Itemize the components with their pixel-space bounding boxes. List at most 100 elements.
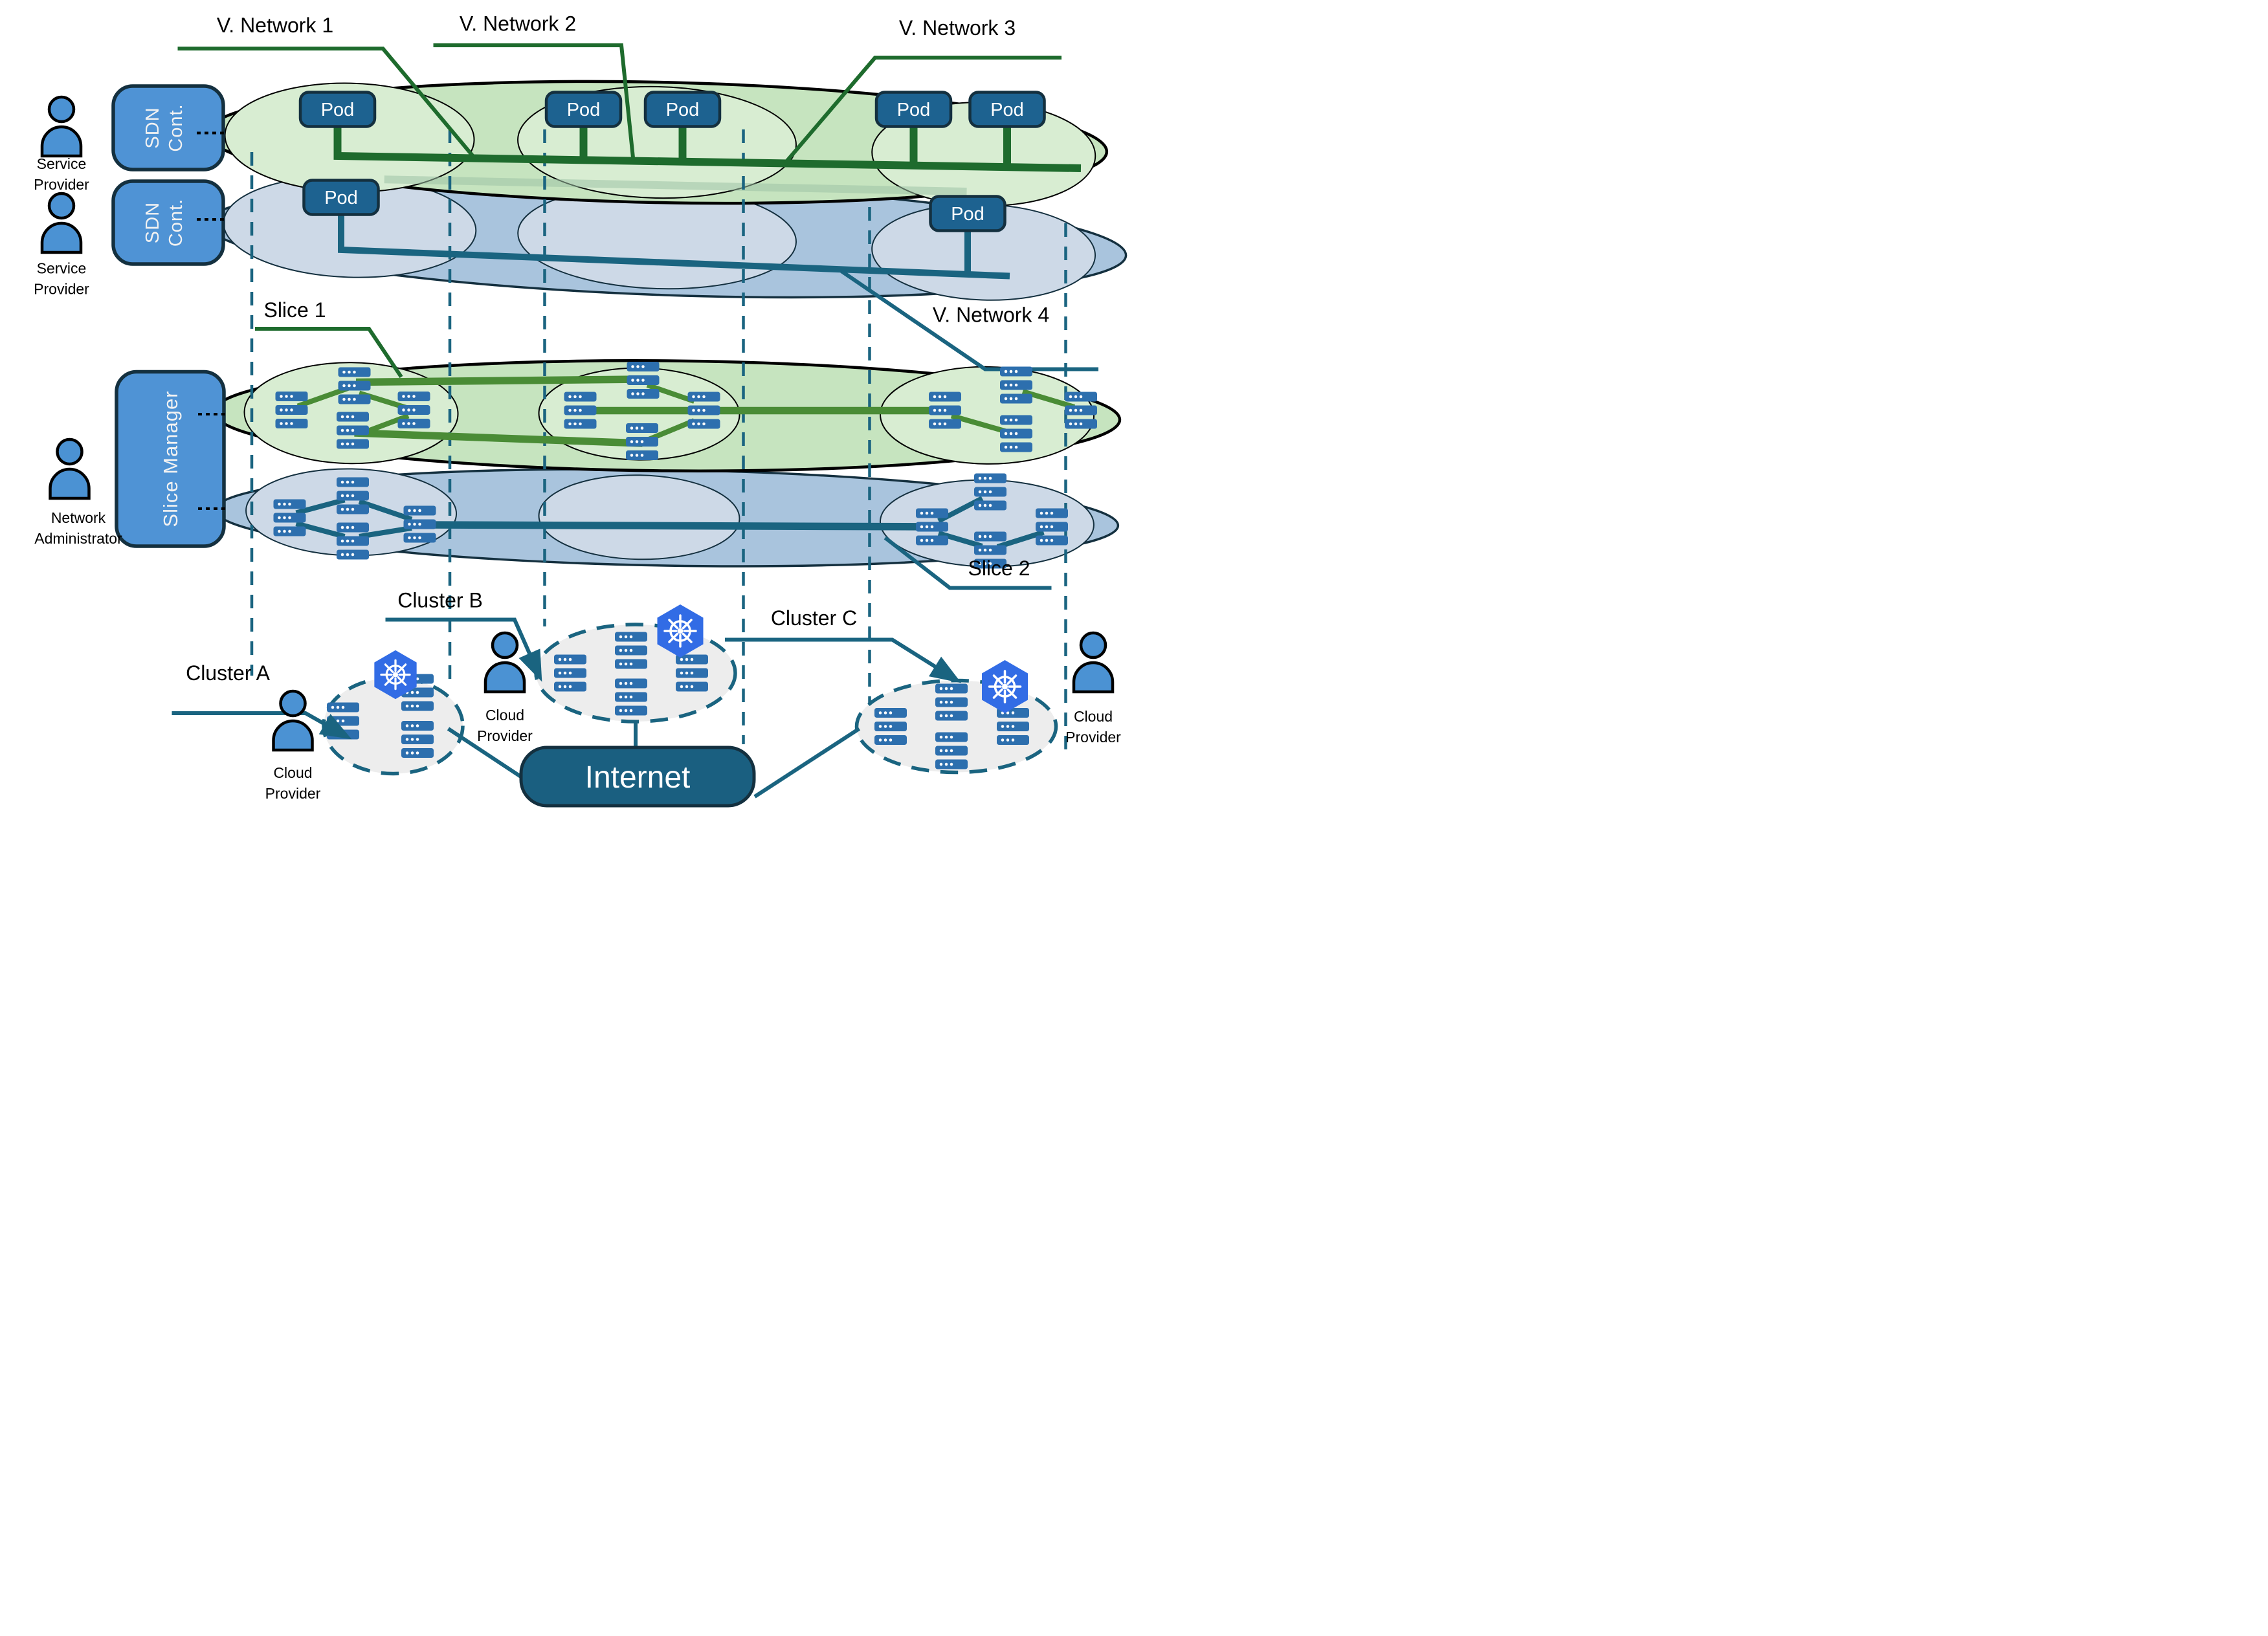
pod: Pod [302,179,380,216]
pod-box [643,91,722,128]
slice-manager-box [115,370,226,548]
service-provider-caption-line1: Service [37,155,87,172]
sdn-controller-label-line1: SDN [142,107,163,148]
cluster-c-internet-line [753,727,861,799]
slice-1-link [1021,389,1076,410]
pod-label: Pod [666,100,700,120]
service-provider-caption-line2: Provider [34,281,89,298]
pod-box [302,179,380,216]
pod: Pod [929,195,1006,232]
network-slicing-diagram: Pod Pod Pod Pod Pod Pod Pod SDN [34,12,1128,808]
pods: Pod Pod Pod Pod Pod Pod Pod [298,91,1046,232]
pod-label: Pod [990,100,1024,120]
slice-2-label: Slice 2 [968,557,1030,580]
vnetwork-2-leader-line [433,43,636,161]
server-stack [687,392,720,429]
pod: Pod [968,91,1046,128]
blue-pod-bus [338,215,1010,280]
sdn-controller-label-line2: Cont. [166,199,186,247]
slice-1-link [950,413,1009,435]
slice-1-leader-line [255,327,403,379]
sdn-controller-box [111,84,225,171]
sdn-controller-label-line1: SDN [142,202,163,243]
slice-2-leader-line [884,536,1052,590]
person-icon [50,439,89,498]
server-stack [554,654,586,692]
slice-2-link [358,499,413,522]
cloud-provider-caption-line1: Cloud [1074,708,1113,725]
slice-1-links [296,375,1076,447]
cluster-c-leader-line [725,637,962,683]
server-stack [403,505,436,543]
server-stack [337,522,369,560]
cloud-provider-c: Cloud Provider [1065,633,1121,746]
server-stack [397,392,430,428]
vnetwork-1-leader-line [177,47,476,160]
cloud-provider-a: Cloud Provider [265,691,321,802]
server-stack [337,477,369,514]
slice-manager: Slice Manager [115,370,227,548]
server-stack [273,499,306,536]
internet-box [519,746,756,808]
internet-connections [447,722,861,799]
vnetwork-1-label: V. Network 1 [217,14,333,37]
person-icon [274,691,313,750]
slice-1-backbone-link [355,375,643,386]
cluster-b [534,603,737,724]
server-stack [564,392,597,429]
sdn-controller-box [111,179,225,266]
server-stack [1000,366,1032,404]
vnetwork-4-label: V. Network 4 [933,304,1049,327]
server-stack [275,392,308,428]
slice-2-inner-ellipse-b [538,474,740,560]
person-icon [485,633,524,692]
slice-2-link [359,525,412,539]
pod: Pod [643,91,722,128]
person-icon [1074,633,1113,692]
cluster-c [854,659,1058,775]
vnetwork-3-label: V. Network 3 [899,16,1016,39]
sdn-controller-1: SDN Cont. [111,84,225,171]
pod-box [929,195,1006,232]
slice-manager-label: Slice Manager [159,390,182,527]
slice-2-backbone-link [425,521,939,531]
slice-1-label: Slice 1 [263,298,326,322]
pod-label: Pod [321,100,355,120]
cloud-provider-caption-line2: Provider [265,785,321,802]
service-provider-1: Service Provider [34,97,89,193]
slice-1-inner-ellipse-c [880,366,1095,465]
internet-label: Internet [585,760,691,795]
service-provider-caption-line1: Service [37,260,87,277]
slice-1-link [296,386,349,409]
person-icon [42,193,81,252]
pod-label: Pod [567,100,601,120]
pod-box [968,91,1046,128]
cluster-a-internet-line [447,727,523,779]
network-administrator: Network Administrator [34,439,122,547]
diagram-canvas: Pod Pod Pod Pod Pod Pod Pod SDN [0,0,1134,818]
pod-box [544,91,623,128]
person-icon [42,97,81,156]
server-stack [615,678,647,716]
server-stack [997,708,1029,745]
server-stack [916,508,948,546]
internet: Internet [519,746,756,808]
server-stack [1036,508,1068,546]
pod-box [298,91,377,128]
cluster-a-leader-line [172,711,352,740]
slice-2-links [295,496,1045,549]
green-pod-bus [333,126,1082,172]
server-stack [338,367,371,404]
pod: Pod [874,91,953,128]
server-stack [337,412,369,449]
top-green-network-links [333,126,1082,172]
server-stack [929,392,961,429]
server-stack [935,683,968,721]
server-stack [627,362,660,399]
server-stack [401,721,434,758]
top-blue-network-links [338,215,1010,280]
pod-label: Pod [951,204,984,225]
server-stack [974,473,1006,511]
pod-label: Pod [897,100,931,120]
cloud-provider-caption-line1: Cloud [485,707,524,724]
